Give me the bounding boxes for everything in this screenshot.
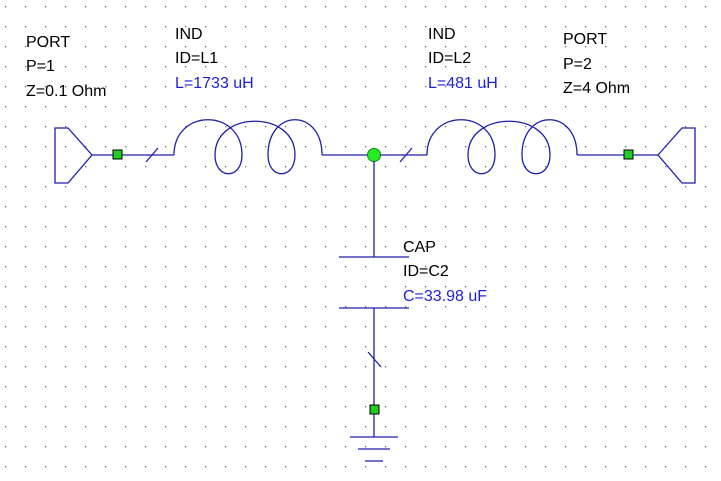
ground-node[interactable]	[369, 404, 380, 415]
wire-tick-1	[145, 147, 159, 163]
ind-2-type-label: IND	[428, 26, 456, 43]
wire-tick-2	[399, 147, 413, 163]
port-2-z-label: Z=4 Ohm	[563, 80, 630, 97]
port-1-node[interactable]	[112, 149, 123, 160]
port-1-p-label: P=1	[26, 58, 55, 75]
ind-1-id-label: ID=L1	[175, 50, 218, 67]
inductor-icon[interactable]	[426, 119, 578, 175]
port-icon	[54, 127, 93, 184]
cap-id-label: ID=C2	[403, 263, 449, 280]
port-1-z-label: Z=0.1 Ohm	[26, 83, 106, 100]
port-1-type-label: PORT	[26, 34, 70, 51]
port-2-type-label: PORT	[563, 31, 607, 48]
ind-1-value-label[interactable]: L=1733 uH	[175, 75, 254, 92]
cap-value-label[interactable]: C=33.98 uF	[403, 288, 487, 305]
port-2[interactable]	[623, 127, 696, 184]
ind-2-value-label[interactable]: L=481 uH	[428, 75, 498, 92]
ind-1-type-label: IND	[175, 26, 203, 43]
inductor-icon[interactable]	[173, 119, 323, 175]
port-icon	[657, 127, 696, 184]
ground-icon	[350, 436, 398, 462]
junction-node[interactable]	[367, 148, 381, 162]
port-2-node[interactable]	[623, 149, 634, 160]
wire-tick-3	[367, 351, 382, 368]
ind-2-id-label: ID=L2	[428, 50, 471, 67]
cap-type-label: CAP	[403, 239, 436, 256]
port-2-p-label: P=2	[563, 56, 592, 73]
port-1[interactable]	[54, 127, 123, 184]
